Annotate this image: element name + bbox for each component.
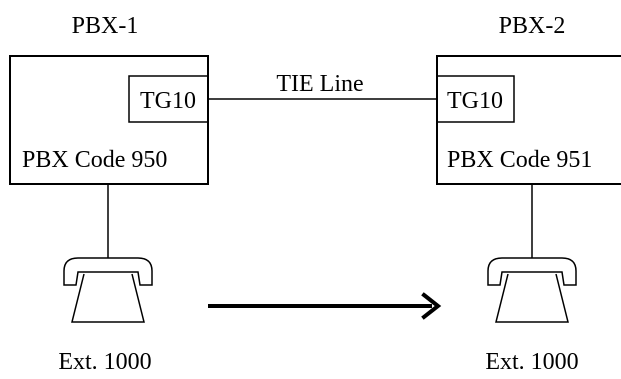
- pbx1-extension-label: Ext. 1000: [58, 349, 151, 375]
- tie-line-label: TIE Line: [276, 71, 363, 97]
- pbx1-trunk-group-label: TG10: [140, 88, 196, 114]
- pbx2-title: PBX-2: [499, 13, 566, 39]
- pbx2-extension-label: Ext. 1000: [485, 349, 578, 375]
- pbx1-title: PBX-1: [72, 13, 139, 39]
- pbx1-code-label: PBX Code 950: [22, 147, 167, 173]
- telephone-icon: [487, 257, 577, 323]
- call-direction-arrow: [208, 292, 442, 320]
- pbx2-trunk-group-label: TG10: [447, 88, 503, 114]
- pbx2-code-label: PBX Code 951: [447, 147, 592, 173]
- telephone-icon: [63, 257, 153, 323]
